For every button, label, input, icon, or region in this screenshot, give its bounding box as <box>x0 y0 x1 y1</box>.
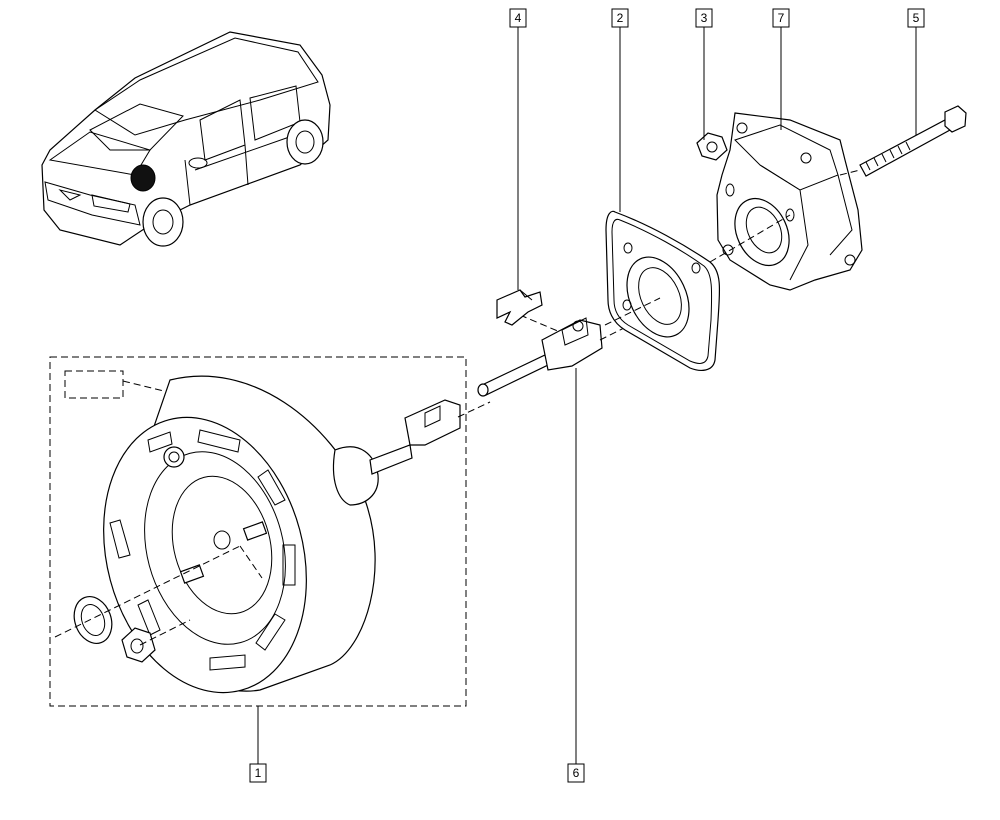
callout-label-4: 4 <box>515 11 522 25</box>
callout-1: 1 <box>249 763 267 783</box>
servo-nut <box>121 627 156 663</box>
callout-3: 3 <box>695 8 713 28</box>
callout-label-6: 6 <box>573 766 580 780</box>
pushrod-clevis <box>477 317 603 397</box>
bolt <box>859 105 967 177</box>
retaining-clip <box>496 289 543 326</box>
servo-location-marker <box>130 164 156 192</box>
flange-nut <box>696 132 728 161</box>
brake-servo-booster <box>103 375 461 694</box>
spacer-bracket <box>716 112 863 291</box>
callout-5: 5 <box>907 8 925 28</box>
callout-4: 4 <box>509 8 527 28</box>
callout-label-5: 5 <box>913 11 920 25</box>
callout-label-2: 2 <box>617 11 624 25</box>
car-locator-illustration <box>41 31 331 247</box>
reference-label-box <box>64 370 124 399</box>
seal-ring <box>73 596 113 644</box>
callout-label-3: 3 <box>701 11 708 25</box>
callout-7: 7 <box>772 8 790 28</box>
callout-leaders <box>257 27 917 764</box>
callout-label-7: 7 <box>778 11 785 25</box>
callout-6: 6 <box>567 763 585 783</box>
callout-label-1: 1 <box>255 766 262 780</box>
gasket <box>605 210 721 371</box>
callout-2: 2 <box>611 8 629 28</box>
